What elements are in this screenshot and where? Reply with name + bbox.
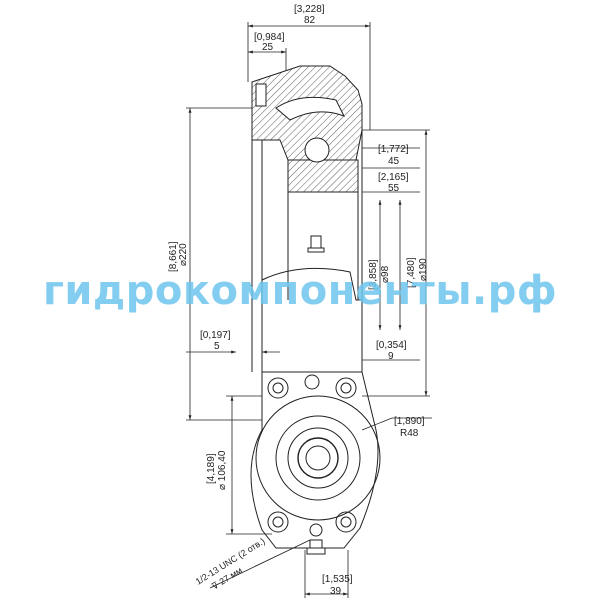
dim-220-in: [8,661] (168, 241, 179, 272)
dim-220-mm: ⌀220 (178, 243, 189, 266)
motor-flange (250, 371, 381, 555)
dim-25-mm: 25 (262, 42, 274, 53)
dim-5-mm: 5 (214, 341, 220, 352)
dim-25-in: [0,984] (254, 32, 285, 43)
dim-106-mm: ⌀ 106,40 (217, 450, 228, 490)
dim-106-in: [4,189] (206, 453, 217, 484)
dim-45-mm: 45 (388, 156, 400, 167)
dim-98-mm: ⌀98 (380, 265, 391, 283)
dim-82-mm: 82 (304, 15, 316, 26)
dim-r48-in: [1,890] (394, 416, 425, 427)
dim-82-in: [3,228] (294, 4, 325, 15)
dim-55-in: [2,165] (378, 172, 409, 183)
dim-190-in: [7,480] (406, 257, 417, 288)
dim-45-in: [1,772] (378, 144, 409, 155)
dim-5-in: [0,197] (200, 330, 231, 341)
dimension-lines (186, 22, 432, 598)
dim-9-mm: 9 (388, 351, 394, 362)
dim-39-mm: 39 (330, 586, 342, 597)
dim-r48-mm: R48 (400, 428, 419, 439)
dim-190-mm: ⌀190 (418, 258, 429, 281)
dim-9-in: [0,354] (376, 340, 407, 351)
bearing-housing (251, 65, 363, 373)
dim-98-in: [3,858] (368, 259, 379, 290)
dim-39-in: [1,535] (322, 574, 353, 585)
dim-55-mm: 55 (388, 183, 400, 194)
